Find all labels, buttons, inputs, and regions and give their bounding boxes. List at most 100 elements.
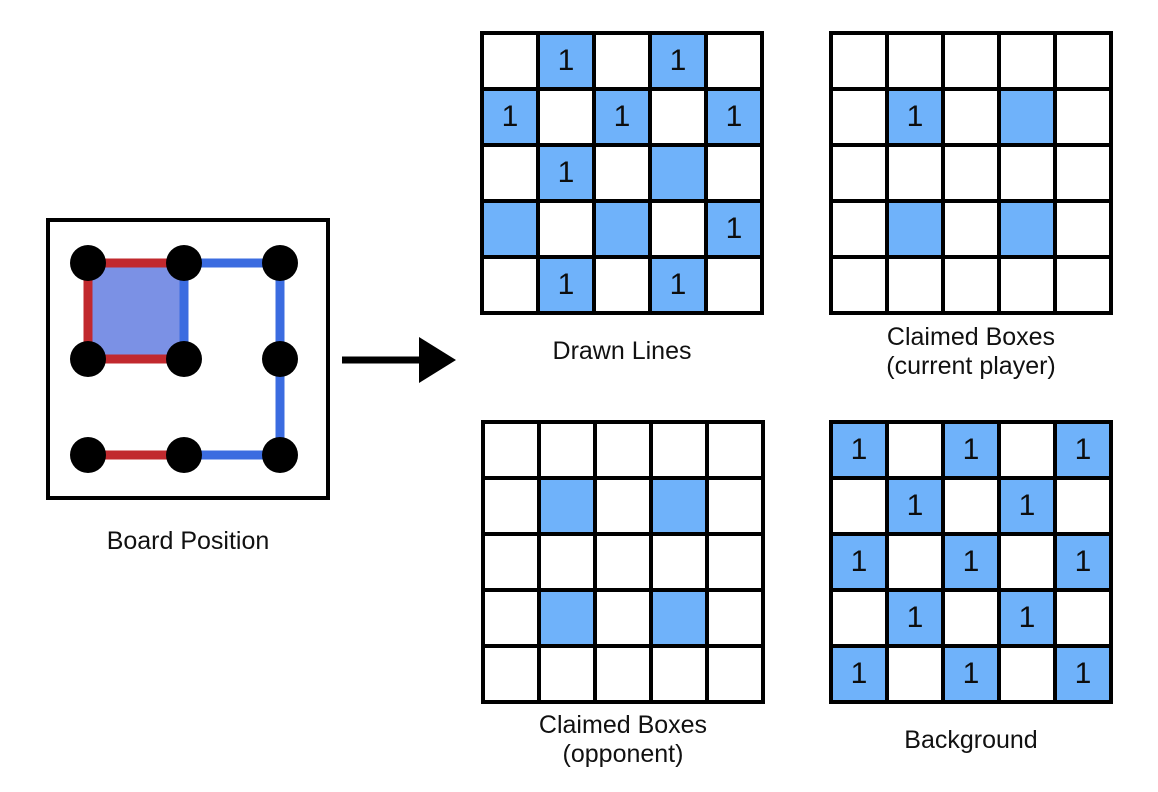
grid-cell bbox=[1057, 147, 1109, 199]
grid-cell bbox=[653, 648, 705, 700]
grid-cell bbox=[945, 592, 997, 644]
grid-cell: 1 bbox=[889, 480, 941, 532]
grid-cell bbox=[709, 480, 761, 532]
dots-and-boxes-board bbox=[70, 245, 298, 473]
grid-cell: 1 bbox=[596, 91, 648, 143]
grid-cell bbox=[708, 147, 760, 199]
board-dot bbox=[70, 245, 106, 281]
grid-cell bbox=[833, 91, 885, 143]
grid-cell bbox=[945, 480, 997, 532]
grid-cell: 1 bbox=[833, 536, 885, 588]
claimed-box-fill bbox=[88, 263, 184, 359]
grid-cell: 1 bbox=[945, 424, 997, 476]
grid-cell: 1 bbox=[1057, 424, 1109, 476]
claimed-boxes-opponent-label: Claimed Boxes (opponent) bbox=[481, 711, 765, 769]
grid-cell bbox=[653, 536, 705, 588]
grid-cell bbox=[1057, 203, 1109, 255]
grid-cell bbox=[540, 203, 592, 255]
board-dot bbox=[70, 437, 106, 473]
grid-cell: 1 bbox=[833, 648, 885, 700]
grid-cell: 1 bbox=[889, 592, 941, 644]
grid-cell bbox=[1057, 35, 1109, 87]
grid-cell: 1 bbox=[708, 91, 760, 143]
grid-cell bbox=[484, 259, 536, 311]
grid-cell bbox=[596, 147, 648, 199]
grid-cell: 1 bbox=[652, 259, 704, 311]
grid-cell bbox=[653, 480, 705, 532]
label-line: Claimed Boxes bbox=[538, 711, 708, 739]
claimed-boxes-current-label: Claimed Boxes (current player) bbox=[829, 323, 1113, 381]
grid-cell bbox=[708, 35, 760, 87]
drawn-lines-label: Drawn Lines bbox=[480, 337, 764, 366]
board-position-box bbox=[46, 218, 330, 500]
grid-cell bbox=[485, 424, 537, 476]
grid-cell bbox=[833, 592, 885, 644]
grid-cell bbox=[889, 203, 941, 255]
grid-cell bbox=[541, 592, 593, 644]
grid-cell bbox=[709, 592, 761, 644]
grid-cell bbox=[1057, 592, 1109, 644]
board-dot bbox=[262, 437, 298, 473]
board-position-label: Board Position bbox=[106, 527, 270, 555]
grid-cell bbox=[1057, 259, 1109, 311]
grid-cell: 1 bbox=[1001, 480, 1053, 532]
grid-cell: 1 bbox=[1001, 592, 1053, 644]
background-label: Background bbox=[829, 726, 1113, 755]
grid-cell bbox=[945, 35, 997, 87]
grid-cell bbox=[889, 259, 941, 311]
grid-cell bbox=[709, 536, 761, 588]
grid-cell bbox=[833, 259, 885, 311]
grid-cell bbox=[1001, 91, 1053, 143]
claimed-boxes-current-grid: 1 bbox=[829, 31, 1113, 315]
grid-cell bbox=[1001, 147, 1053, 199]
grid-cell bbox=[1057, 480, 1109, 532]
board-dot bbox=[70, 341, 106, 377]
grid-cell bbox=[485, 480, 537, 532]
grid-cell bbox=[1001, 424, 1053, 476]
grid-cell bbox=[597, 424, 649, 476]
grid-cell bbox=[485, 592, 537, 644]
grid-cell bbox=[597, 648, 649, 700]
board-dot bbox=[262, 245, 298, 281]
grid-cell bbox=[653, 424, 705, 476]
grid-cell bbox=[833, 480, 885, 532]
grid-cell: 1 bbox=[540, 35, 592, 87]
grid-cell bbox=[945, 91, 997, 143]
grid-cell bbox=[1001, 259, 1053, 311]
grid-cell bbox=[541, 424, 593, 476]
grid-cell bbox=[541, 648, 593, 700]
grid-cell bbox=[833, 147, 885, 199]
grid-cell: 1 bbox=[540, 147, 592, 199]
grid-cell bbox=[1001, 536, 1053, 588]
grid-cell bbox=[653, 592, 705, 644]
grid-cell: 1 bbox=[889, 91, 941, 143]
grid-cell: 1 bbox=[652, 35, 704, 87]
label-line: (current player) bbox=[886, 352, 1056, 380]
grid-cell bbox=[833, 203, 885, 255]
grid-cell bbox=[652, 147, 704, 199]
grid-cell bbox=[1001, 35, 1053, 87]
grid-cell bbox=[889, 35, 941, 87]
grid-cell bbox=[833, 35, 885, 87]
grid-cell bbox=[709, 648, 761, 700]
grid-cell: 1 bbox=[945, 536, 997, 588]
grid-cell: 1 bbox=[1057, 648, 1109, 700]
grid-cell bbox=[484, 203, 536, 255]
grid-cell bbox=[945, 259, 997, 311]
grid-cell bbox=[597, 536, 649, 588]
grid-cell: 1 bbox=[484, 91, 536, 143]
grid-cell bbox=[889, 648, 941, 700]
board-dot bbox=[262, 341, 298, 377]
grid-cell bbox=[945, 147, 997, 199]
grid-cell bbox=[1057, 91, 1109, 143]
grid-cell bbox=[597, 480, 649, 532]
grid-cell: 1 bbox=[945, 648, 997, 700]
grid-cell bbox=[485, 536, 537, 588]
grid-cell bbox=[889, 424, 941, 476]
label-line: Drawn Lines bbox=[552, 337, 692, 365]
grid-cell bbox=[485, 648, 537, 700]
grid-cell bbox=[596, 203, 648, 255]
grid-cell bbox=[541, 536, 593, 588]
grid-cell bbox=[540, 91, 592, 143]
